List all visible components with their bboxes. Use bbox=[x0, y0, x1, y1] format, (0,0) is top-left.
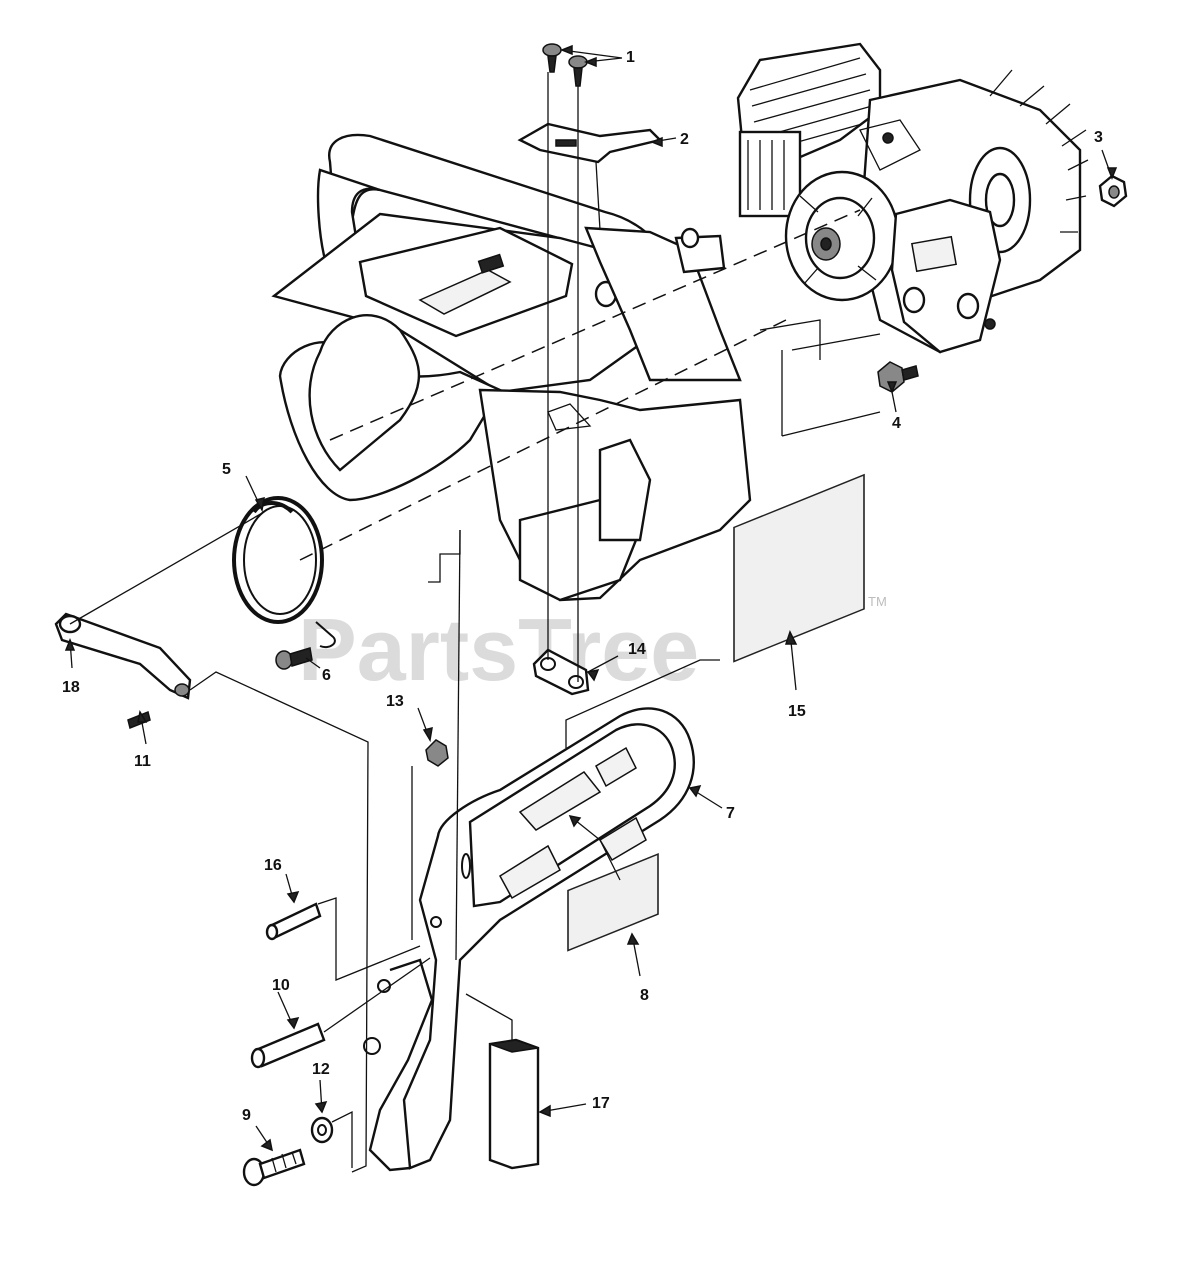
bolt-part bbox=[877, 361, 919, 393]
callout-7: 7 bbox=[726, 805, 735, 822]
callout-1: 1 bbox=[626, 49, 635, 66]
housing-part bbox=[271, 133, 752, 602]
lever-part bbox=[54, 612, 192, 700]
bolt-long-part bbox=[242, 1148, 306, 1187]
engine-part bbox=[736, 42, 1089, 354]
callout-10: 10 bbox=[272, 977, 290, 994]
callout-17: 17 bbox=[592, 1095, 610, 1112]
callout-16: 16 bbox=[264, 857, 282, 874]
spring-ring-part bbox=[232, 496, 336, 648]
plate-part bbox=[517, 122, 663, 164]
callout-13: 13 bbox=[386, 693, 404, 710]
callout-18: 18 bbox=[62, 679, 80, 696]
chain-cover-part bbox=[363, 707, 695, 1172]
nut-small-part bbox=[425, 739, 449, 767]
watermark-text: PartsTree bbox=[298, 600, 699, 699]
leader-arrowheads bbox=[64, 44, 1118, 1152]
plate-slot bbox=[555, 139, 577, 147]
callout-15: 15 bbox=[788, 703, 806, 720]
callout-6: 6 bbox=[322, 667, 331, 684]
watermark-trademark: TM bbox=[868, 594, 887, 609]
callout-11: 11 bbox=[134, 753, 151, 770]
screw-part bbox=[542, 43, 588, 87]
washer-part bbox=[310, 1116, 334, 1144]
pin-part bbox=[265, 902, 322, 941]
callout-9: 9 bbox=[242, 1107, 251, 1124]
callout-14: 14 bbox=[628, 641, 646, 658]
callout-8: 8 bbox=[640, 987, 649, 1004]
callout-3: 3 bbox=[1094, 129, 1103, 146]
nut-part bbox=[1098, 174, 1128, 208]
callout-labels: 1 2 3 4 5 6 7 8 9 10 11 12 13 14 15 16 1… bbox=[62, 49, 1103, 1124]
callout-12: 12 bbox=[312, 1061, 330, 1078]
screw-small-part bbox=[275, 647, 313, 670]
assembly-guide-lines bbox=[69, 72, 881, 1173]
callout-4: 4 bbox=[892, 415, 901, 432]
block-part bbox=[488, 1038, 540, 1170]
callout-2: 2 bbox=[680, 131, 689, 148]
callout-5: 5 bbox=[222, 461, 231, 478]
decal-part bbox=[567, 853, 659, 952]
dowel-part bbox=[250, 1022, 326, 1069]
label-part bbox=[733, 473, 865, 663]
